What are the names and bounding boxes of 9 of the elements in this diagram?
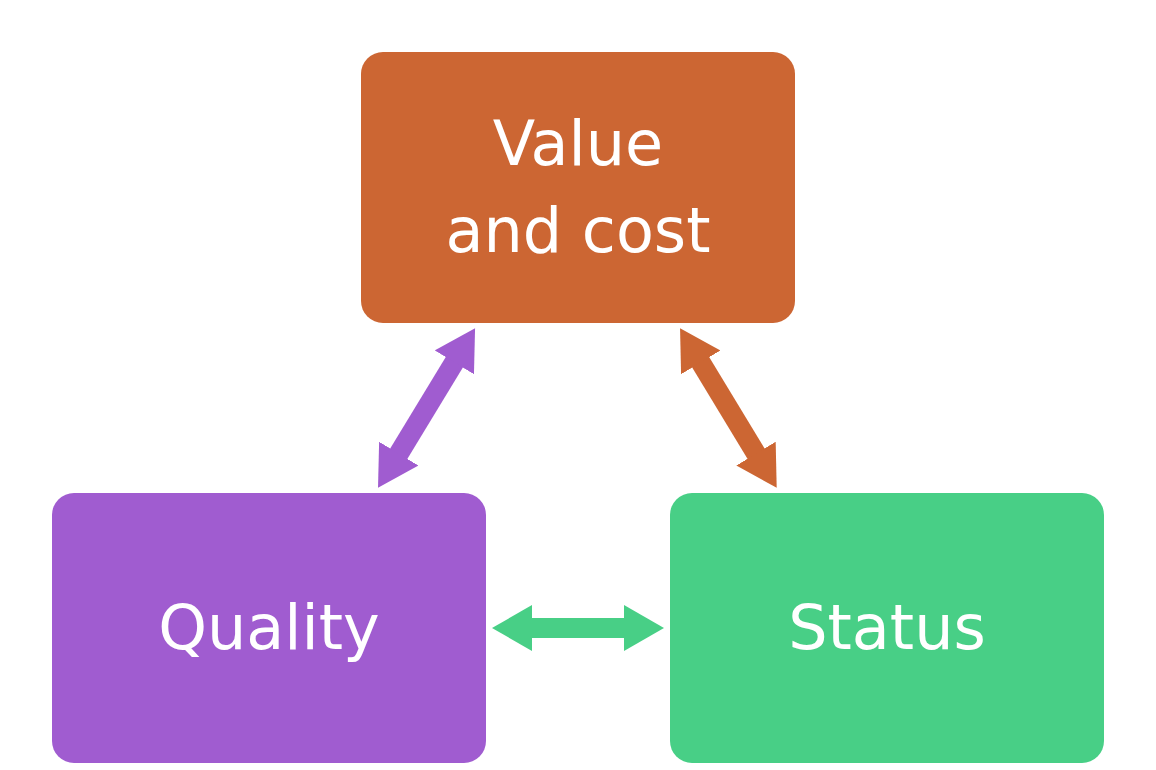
box-label: Status [788,589,986,666]
rounded-box [670,493,1104,763]
box-label: Quality [158,589,380,666]
rounded-box [361,52,795,323]
double-arrow [492,605,664,651]
double-arrow [378,328,476,488]
box-label: Value and cost [444,105,712,269]
double-arrow [680,328,777,488]
rounded-box [52,493,486,763]
